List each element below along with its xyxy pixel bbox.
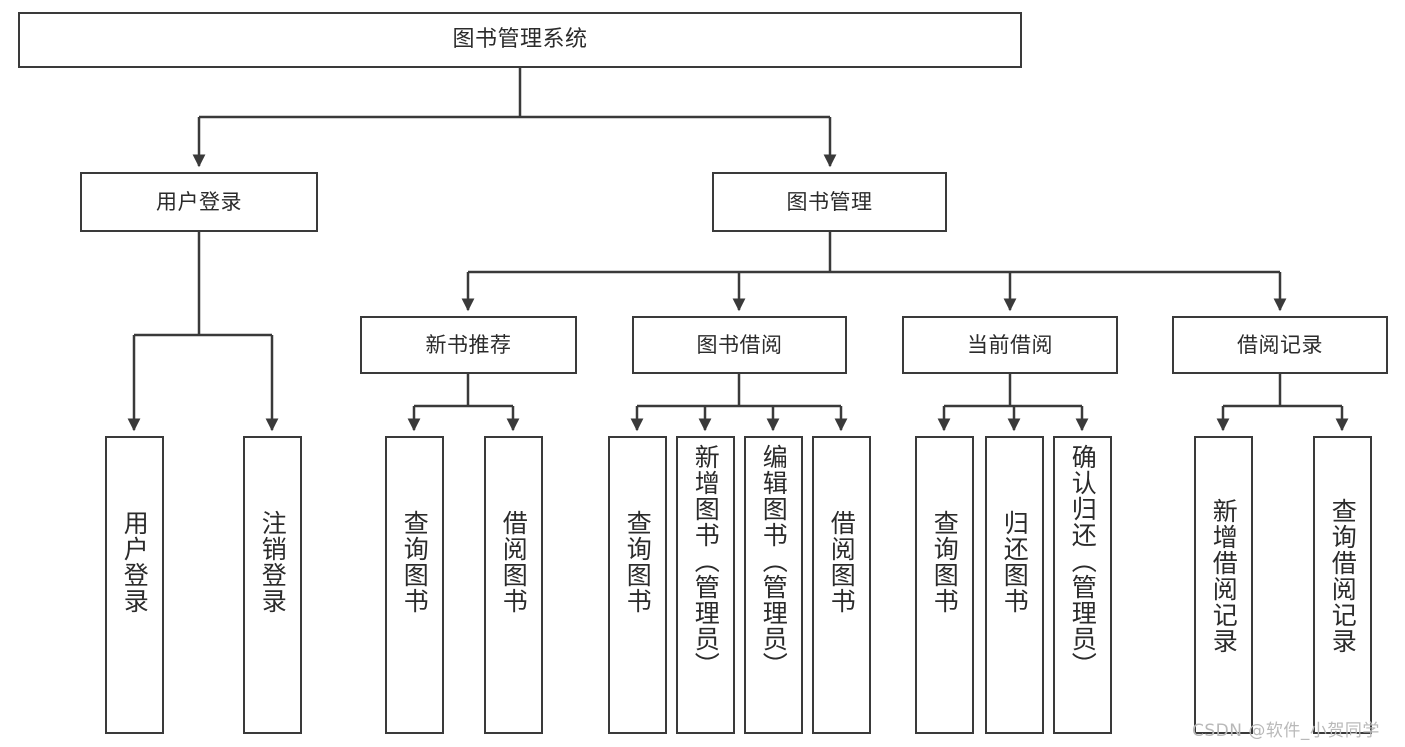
node-leaf-edit-book-label: 编辑图书（管理员） [759, 444, 789, 678]
node-user-login[interactable]: 用户登录 [80, 172, 318, 232]
node-leaf-user-login-label: 用户登录 [120, 510, 150, 614]
node-leaf-confirm-return[interactable]: 确认归还（管理员） [1053, 436, 1112, 734]
node-leaf-confirm-return-label: 确认归还（管理员） [1068, 444, 1098, 678]
node-leaf-logout-label: 注销登录 [258, 510, 288, 614]
node-leaf-borrow-book-2[interactable]: 借阅图书 [812, 436, 871, 734]
node-book-borrow[interactable]: 图书借阅 [632, 316, 847, 374]
node-new-book-recommend[interactable]: 新书推荐 [360, 316, 577, 374]
node-leaf-query-book-2[interactable]: 查询图书 [608, 436, 667, 734]
watermark: CSDN @软件_小贺同学 [1192, 721, 1380, 741]
node-book-manage[interactable]: 图书管理 [712, 172, 947, 232]
node-leaf-query-record[interactable]: 查询借阅记录 [1313, 436, 1372, 734]
node-user-login-label: 用户登录 [156, 189, 242, 214]
node-leaf-query-book-2-label: 查询图书 [623, 510, 653, 614]
node-leaf-borrow-book-1-label: 借阅图书 [499, 510, 529, 614]
node-leaf-borrow-book-2-label: 借阅图书 [827, 510, 857, 614]
node-leaf-return-book-label: 归还图书 [1000, 510, 1030, 614]
node-leaf-add-record-label: 新增借阅记录 [1209, 498, 1239, 654]
node-leaf-query-book-1-label: 查询图书 [400, 510, 430, 614]
node-root-label: 图书管理系统 [452, 27, 588, 53]
node-book-manage-label: 图书管理 [786, 189, 873, 214]
node-current-borrow-label: 当前借阅 [967, 332, 1053, 357]
node-new-book-recommend-label: 新书推荐 [425, 332, 512, 357]
node-leaf-query-book-3[interactable]: 查询图书 [915, 436, 974, 734]
node-leaf-edit-book[interactable]: 编辑图书（管理员） [744, 436, 803, 734]
node-root[interactable]: 图书管理系统 [18, 12, 1022, 68]
node-leaf-borrow-book-1[interactable]: 借阅图书 [484, 436, 543, 734]
node-book-borrow-label: 图书借阅 [696, 332, 783, 357]
node-leaf-query-book-3-label: 查询图书 [930, 510, 960, 614]
node-borrow-record[interactable]: 借阅记录 [1172, 316, 1388, 374]
node-leaf-user-login[interactable]: 用户登录 [105, 436, 164, 734]
node-leaf-add-book[interactable]: 新增图书（管理员） [676, 436, 735, 734]
node-leaf-add-record[interactable]: 新增借阅记录 [1194, 436, 1253, 734]
node-leaf-query-record-label: 查询借阅记录 [1328, 498, 1358, 654]
node-leaf-query-book-1[interactable]: 查询图书 [385, 436, 444, 734]
node-leaf-add-book-label: 新增图书（管理员） [691, 444, 721, 678]
node-current-borrow[interactable]: 当前借阅 [902, 316, 1118, 374]
node-leaf-logout[interactable]: 注销登录 [243, 436, 302, 734]
node-leaf-return-book[interactable]: 归还图书 [985, 436, 1044, 734]
node-borrow-record-label: 借阅记录 [1237, 332, 1323, 357]
